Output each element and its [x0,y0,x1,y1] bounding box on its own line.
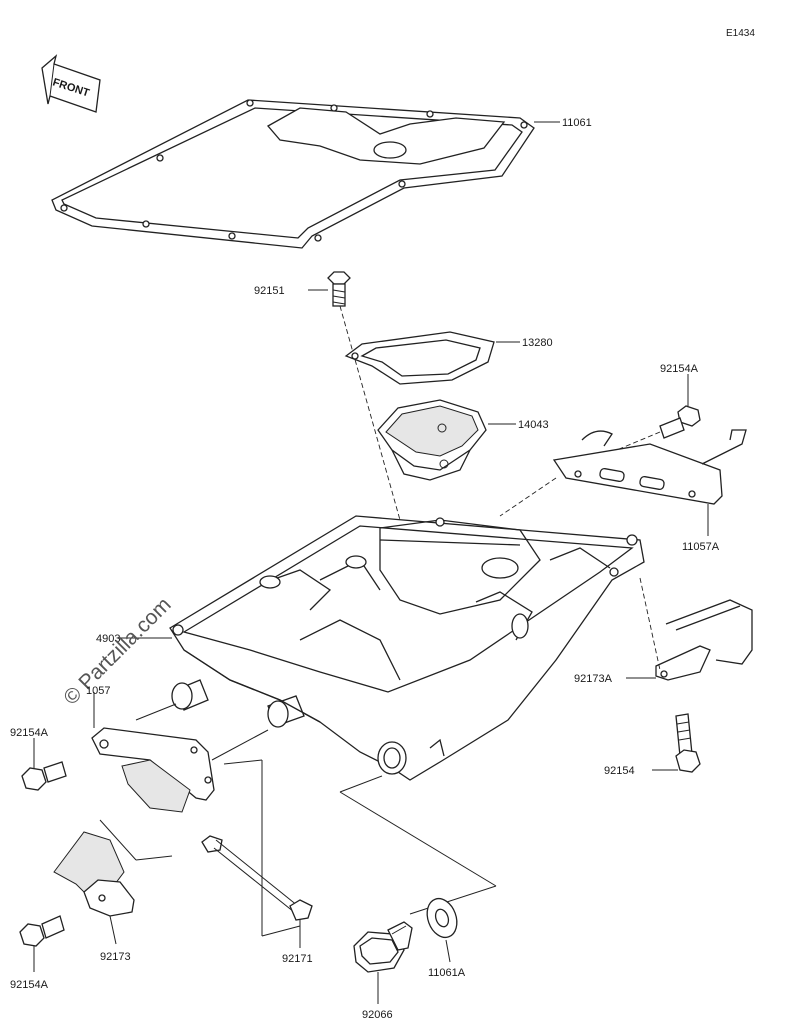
label-11061a: 11061A [428,967,466,979]
bracket-1057 [91,727,215,813]
oil-pan [169,515,645,781]
label-13280: 13280 [522,337,553,349]
oil-strainer [377,399,487,481]
label-92173: 92173 [100,951,131,963]
label-14043: 14043 [518,419,549,431]
bracket-11057a [552,429,747,505]
bolt-92154a-top [659,405,701,439]
bolt-92154a-left [21,761,67,791]
watermark: © Partzilla.com [59,593,175,709]
front-arrow-icon: FRONT [41,54,101,113]
label-92151: 92151 [254,285,285,297]
label-4903: 4903 [96,633,120,645]
label-92154: 92154 [604,765,635,777]
oil-pan-gasket [51,99,535,249]
washer-11061a [426,897,458,939]
label-92154a-left: 92154A [10,727,49,739]
label-11061: 11061 [562,117,592,129]
label-92171: 92171 [282,953,313,965]
bracket-92173 [53,831,135,917]
label-92154a-bottom: 92154A [10,979,49,991]
drain-plug-92066 [353,921,413,973]
label-92154a-top: 92154A [660,363,699,375]
bracket-92173a [655,599,753,681]
bolt-92154 [675,713,701,773]
label-92066: 92066 [362,1009,393,1021]
bolt-92151 [327,271,351,307]
oil-strainer-plate [344,331,495,385]
shaft-92171 [201,835,313,921]
diagram-code: E1434 [726,28,755,39]
label-92173a: 92173A [574,673,613,685]
bolt-92154a-bottom [19,915,65,947]
label-11057a: 11057A [682,541,720,553]
label-1057: 1057 [86,685,110,697]
